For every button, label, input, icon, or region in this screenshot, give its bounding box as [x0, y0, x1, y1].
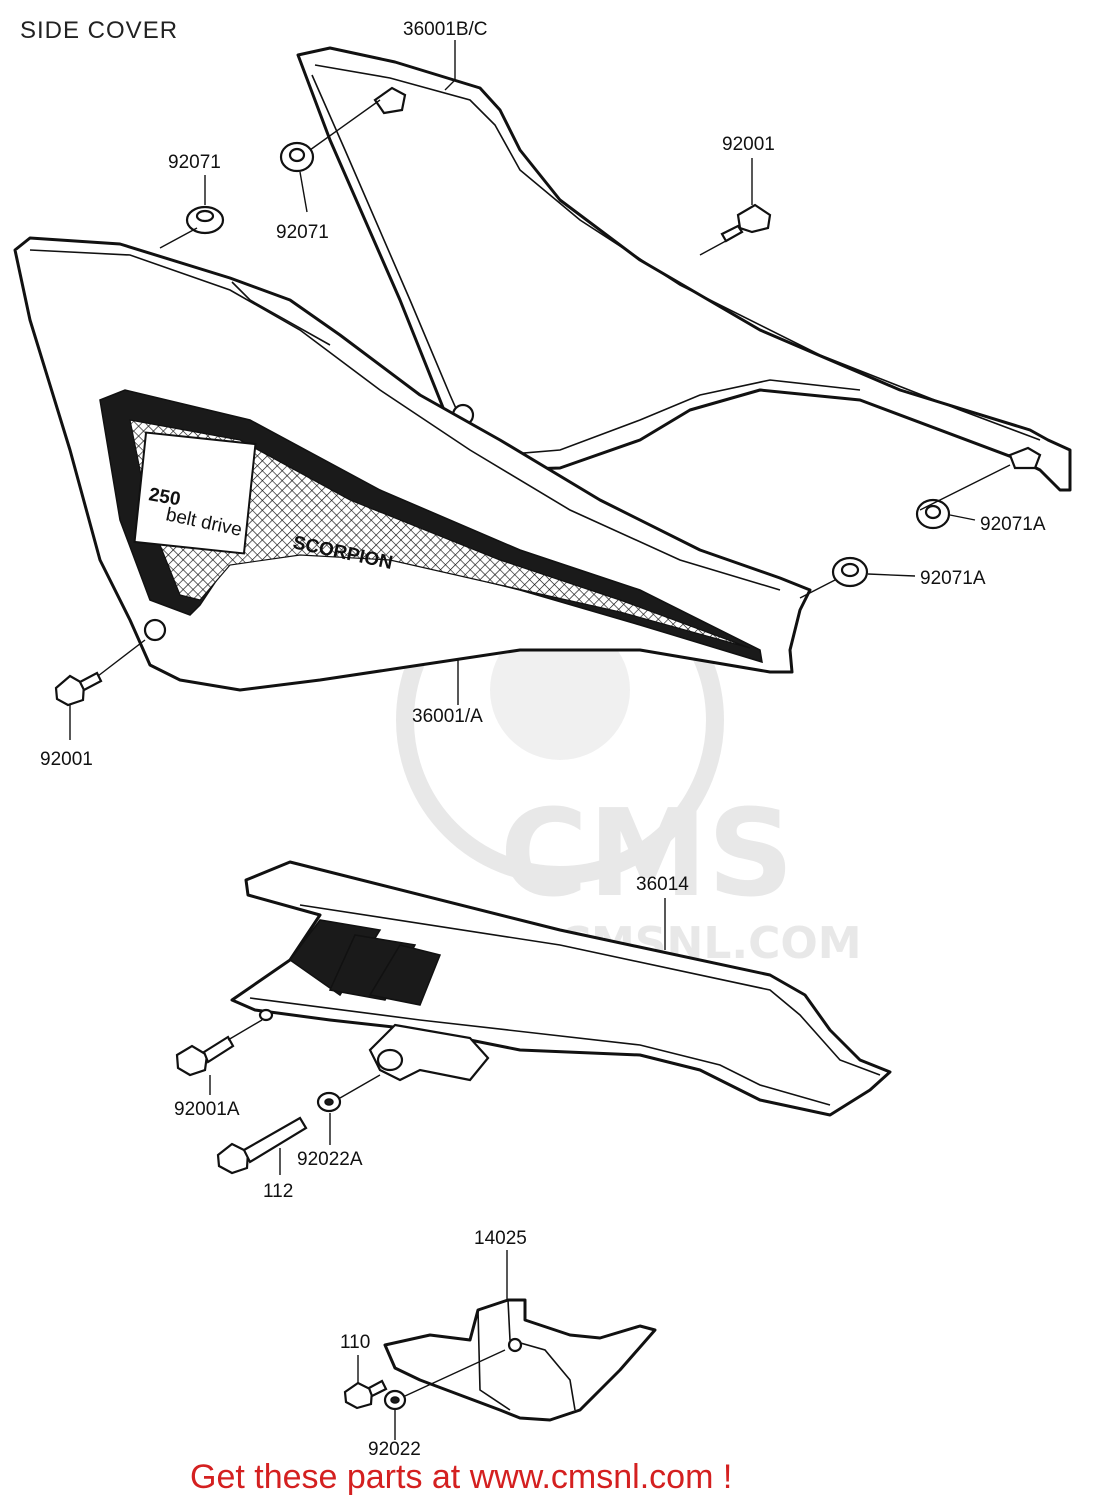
- callout-92022: 92022: [368, 1439, 421, 1460]
- screw-hole-icon: [143, 618, 167, 642]
- screw-icon: [736, 203, 772, 234]
- callout-92001-top: 92001: [722, 134, 775, 155]
- mounting-pin-icon: [1008, 446, 1042, 470]
- page-title: SIDE COVER: [20, 17, 178, 44]
- callout-92071-top-left: 92071: [168, 152, 221, 173]
- callout-92071a-right: 92071A: [980, 514, 1046, 535]
- callout-36001bc: 36001B/C: [403, 19, 488, 40]
- hardware: [54, 141, 951, 1411]
- screw-icon: [54, 674, 86, 707]
- callout-14025: 14025: [474, 1228, 527, 1249]
- callout-92071-mid: 92071: [276, 222, 329, 243]
- leader-lines: [69, 40, 1011, 1440]
- callout-36014: 36014: [636, 874, 689, 895]
- callout-112: 112: [263, 1181, 293, 1202]
- part-14025-guard: [383, 1298, 657, 1422]
- watermark-brand: CMS: [500, 785, 794, 924]
- bolt-icon: [216, 1142, 250, 1175]
- callout-110: 110: [340, 1332, 370, 1353]
- callout-36001a: 36001/A: [412, 706, 483, 727]
- mounting-pin-icon: [373, 86, 407, 115]
- callout-92022a: 92022A: [297, 1149, 363, 1170]
- footer-link[interactable]: Get these parts at www.cmsnl.com !: [190, 1458, 732, 1496]
- callout-92001-left: 92001: [40, 749, 93, 770]
- bolt-icon: [175, 1044, 209, 1077]
- callout-92071a-mid: 92071A: [920, 568, 986, 589]
- part-36001a-side-cover: 250 belt drive SCORPION: [13, 236, 812, 692]
- bolt-icon: [343, 1381, 374, 1410]
- emblem-mesh: [129, 419, 751, 649]
- callout-92001a: 92001A: [174, 1099, 240, 1120]
- emblem-badge: [133, 431, 257, 555]
- part-36014-belt-cover: [230, 860, 892, 1117]
